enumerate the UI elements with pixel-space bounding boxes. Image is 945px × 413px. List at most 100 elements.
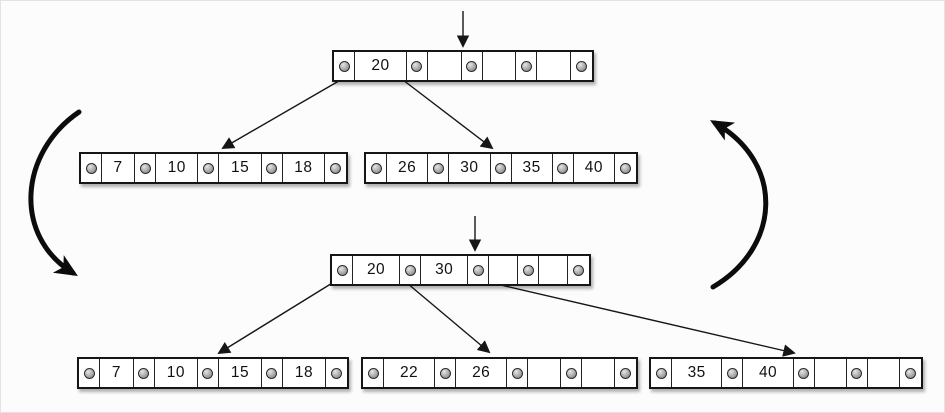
key-cell: 40: [573, 154, 615, 182]
bottom-root-to-middle-child-edge: [400, 277, 491, 354]
pointer-slot: [568, 256, 589, 284]
pointer-dot-icon: [495, 162, 506, 174]
key-cell: 18: [282, 359, 326, 387]
pointer-dot-icon: [905, 367, 916, 379]
pointer-slot: [334, 52, 355, 80]
pointer-dot-icon: [85, 162, 97, 174]
pointer-dot-icon: [511, 367, 523, 379]
pointer-slot: [198, 154, 220, 182]
key-cell: 7: [100, 359, 134, 387]
pointer-slot: [651, 359, 672, 387]
pointer-slot: [468, 256, 490, 284]
pointer-slot: [722, 359, 744, 387]
pointer-dot-icon: [798, 367, 810, 379]
pointer-dot-icon: [331, 367, 342, 379]
key-cell: [489, 256, 519, 284]
pointer-slot: [406, 52, 428, 80]
pointer-slot: [615, 154, 636, 182]
pointer-slot: [571, 52, 592, 80]
pointer-slot: [400, 256, 422, 284]
top-root-node: 20: [332, 50, 594, 82]
pointer-dot-icon: [573, 264, 584, 276]
pointer-dot-icon: [83, 367, 95, 379]
pointer-slot: [561, 359, 583, 387]
pointer-slot: [261, 154, 283, 182]
pointer-dot-icon: [202, 367, 214, 379]
pointer-slot: [518, 256, 540, 284]
pointer-slot: [846, 359, 868, 387]
pointer-dot-icon: [620, 162, 631, 174]
pointer-slot: [490, 154, 512, 182]
key-cell: 22: [384, 359, 436, 387]
pointer-dot-icon: [336, 264, 348, 276]
pointer-dot-icon: [565, 367, 577, 379]
key-cell: [537, 52, 571, 80]
pointer-slot: [516, 52, 538, 80]
bottom-root-to-right-child-edge: [461, 275, 796, 357]
top-left-child-node: 7 10 15 18: [79, 152, 348, 184]
pointer-dot-icon: [472, 264, 484, 276]
key-cell: 15: [219, 154, 262, 182]
pointer-dot-icon: [432, 162, 444, 174]
pointer-dot-icon: [266, 367, 278, 379]
pointer-dot-icon: [139, 162, 151, 174]
pointer-dot-icon: [576, 60, 587, 72]
pointer-dot-icon: [522, 264, 534, 276]
pointer-slot: [615, 359, 636, 387]
pointer-dot-icon: [367, 367, 379, 379]
pointer-dot-icon: [439, 367, 451, 379]
pointer-dot-icon: [620, 367, 631, 379]
top-root-to-right-child-edge: [402, 79, 494, 150]
pointer-dot-icon: [202, 162, 214, 174]
key-cell: 20: [353, 256, 401, 284]
bottom-middle-child-node: 22 26: [361, 357, 638, 389]
key-cell: 35: [511, 154, 553, 182]
key-cell: 30: [421, 256, 469, 284]
pointer-dot-icon: [655, 367, 667, 379]
top-root-to-left-child-edge: [221, 77, 345, 149]
bottom-root-to-left-child-edge: [217, 276, 343, 354]
key-cell: 40: [743, 359, 794, 387]
pointer-slot: [793, 359, 815, 387]
pointer-slot: [332, 256, 353, 284]
key-cell: 7: [102, 154, 136, 182]
key-cell: [582, 359, 615, 387]
key-cell: 18: [282, 154, 325, 182]
pointer-slot: [552, 154, 574, 182]
pointer-dot-icon: [411, 60, 423, 72]
key-cell: [528, 359, 562, 387]
top-right-child-node: 26 30 35 40: [364, 152, 638, 184]
key-cell: 26: [387, 154, 429, 182]
pointer-dot-icon: [330, 162, 341, 174]
right-cycle-curved-arrow-icon: [710, 120, 769, 290]
key-cell: [482, 52, 517, 80]
pointer-slot: [900, 359, 921, 387]
key-cell: 35: [672, 359, 723, 387]
key-cell: 26: [456, 359, 508, 387]
pointer-slot: [363, 359, 384, 387]
key-cell: [539, 256, 568, 284]
pointer-slot: [135, 154, 157, 182]
key-cell: [814, 359, 847, 387]
pointer-dot-icon: [726, 367, 738, 379]
pointer-dot-icon: [466, 60, 478, 72]
pointer-dot-icon: [404, 264, 416, 276]
pointer-dot-icon: [338, 60, 350, 72]
pointer-dot-icon: [851, 367, 863, 379]
key-cell: 20: [355, 52, 407, 80]
pointer-slot: [435, 359, 457, 387]
pointer-slot: [461, 52, 483, 80]
pointer-dot-icon: [266, 162, 278, 174]
bottom-right-child-node: 35 40: [649, 357, 923, 389]
pointer-slot: [81, 154, 102, 182]
pointer-slot: [261, 359, 283, 387]
pointer-slot: [428, 154, 450, 182]
key-cell: [867, 359, 900, 387]
key-cell: 10: [154, 359, 198, 387]
pointer-slot: [366, 154, 387, 182]
key-cell: 30: [449, 154, 491, 182]
bottom-root-node: 20 30: [330, 254, 591, 286]
pointer-slot: [507, 359, 529, 387]
pointer-slot: [133, 359, 155, 387]
